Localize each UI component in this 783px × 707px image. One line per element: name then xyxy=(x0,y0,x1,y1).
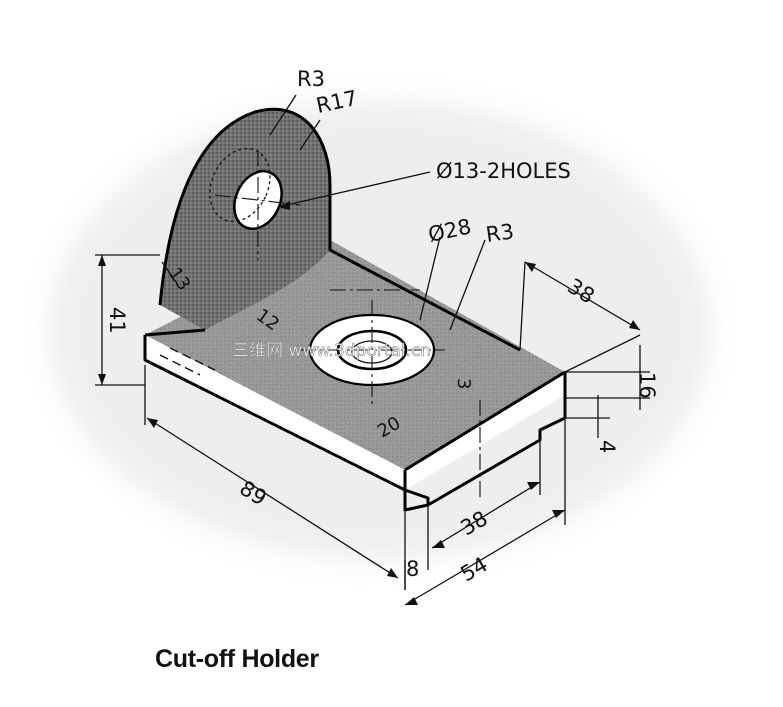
dim-3: 3 xyxy=(453,378,474,389)
dim-r3-slot: R3 xyxy=(484,219,515,247)
dim-holes: Ø13-2HOLES xyxy=(436,159,571,183)
dim-41: 41 xyxy=(105,307,129,334)
watermark: 三维网 www.3dportal.cn xyxy=(232,341,431,361)
dim-r3-top: R3 xyxy=(297,67,325,91)
dim-4: 4 xyxy=(595,440,619,453)
dim-16: 16 xyxy=(635,372,659,399)
base-front-face xyxy=(145,335,405,490)
base-right-face xyxy=(405,372,565,490)
figure-caption: Cut-off Holder xyxy=(155,645,319,673)
dim-8: 8 xyxy=(406,557,419,581)
